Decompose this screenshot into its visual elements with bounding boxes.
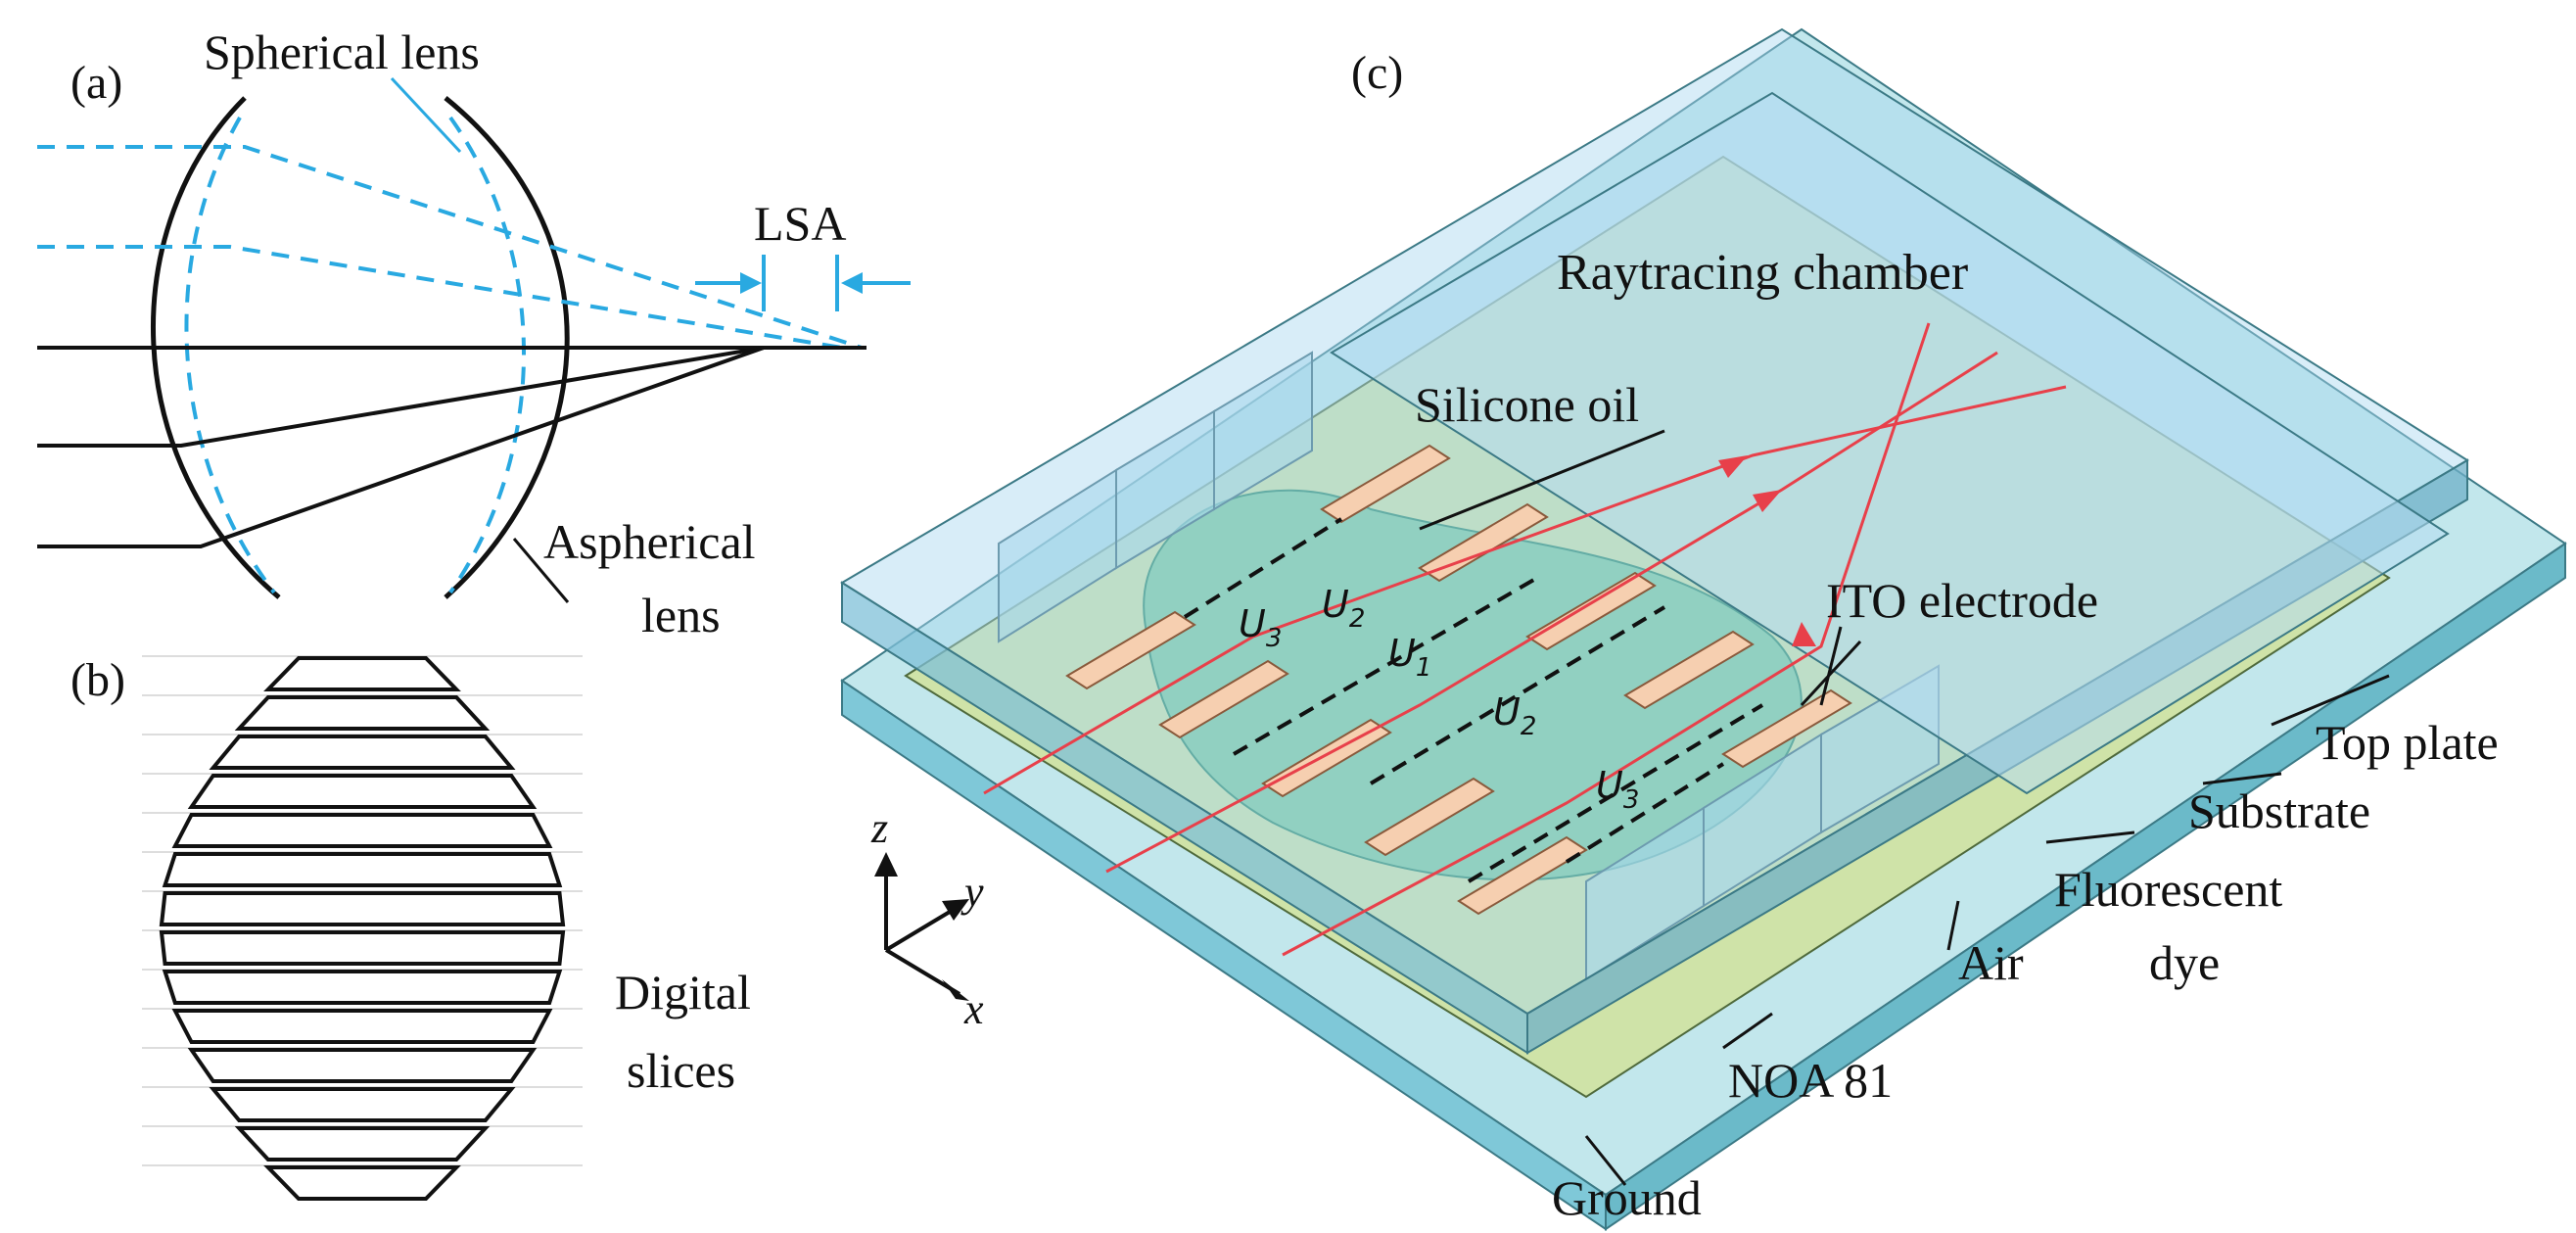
- ito-electrode-strip: [1320, 444, 1451, 524]
- panel-a: (a) Spherical lens LSA Aspherical lens: [37, 24, 911, 642]
- spherical-lens-leader: [390, 76, 462, 154]
- ito-electrode-strip: [1623, 630, 1755, 710]
- u1-label: U1: [1388, 632, 1431, 683]
- aspherical-lens-leader: [512, 538, 570, 603]
- ito-electrode-strip: [1525, 571, 1657, 651]
- aspherical-lens-shape: [151, 96, 570, 599]
- axis-z-label: z: [870, 804, 888, 852]
- voltage-lines: [1183, 517, 1764, 883]
- paraxial-ray-blue-1: [37, 145, 863, 350]
- ito-electrode-strip: [1457, 835, 1588, 916]
- fluorescent-label-1: Fluorescent: [2054, 862, 2282, 917]
- digital-slice: [159, 891, 566, 926]
- ray-arrowhead-1: [1718, 455, 1748, 478]
- ray-black-2: [37, 346, 765, 548]
- panel-c: (c): [840, 27, 2567, 1231]
- digital-slice: [187, 1048, 538, 1083]
- axis-x-label: x: [963, 985, 984, 1033]
- raytracing-chamber-label: Raytracing chamber: [1557, 245, 1968, 301]
- digital-slice: [162, 970, 563, 1005]
- digital-slice: [209, 1087, 516, 1122]
- coordinate-axes: [884, 862, 961, 996]
- panel-b: (b) Digital slices: [70, 654, 751, 1201]
- aspherical-lens-label-2: lens: [641, 588, 721, 642]
- silicone-oil-label: Silicone oil: [1415, 377, 1639, 432]
- digital-slice: [162, 852, 563, 887]
- ito-electrode-strip: [1364, 777, 1495, 857]
- ground-label: Ground: [1552, 1170, 1702, 1225]
- digital-slice: [187, 774, 538, 809]
- ito-electrode-strip: [1418, 502, 1549, 583]
- digital-slice: [263, 1165, 461, 1201]
- ray-arrowhead-2: [1753, 490, 1782, 512]
- ito-electrode-strip: [1721, 688, 1852, 769]
- air-label: Air: [1958, 935, 2024, 990]
- label-leaders: [1419, 429, 2390, 1186]
- panel-c-tag: (c): [1351, 47, 1403, 99]
- ray-black-1: [37, 346, 765, 448]
- digital-slice: [171, 813, 553, 848]
- paraxial-ray-blue-2: [37, 245, 843, 350]
- axis-x-arrow: [942, 979, 969, 1001]
- light-rays-red: [983, 322, 2067, 957]
- ito-electrode-strip: [1158, 659, 1289, 739]
- fluorescent-label-2: dye: [2149, 935, 2220, 990]
- panel-a-tag: (a): [70, 57, 122, 109]
- substrate-label: Substrate: [2188, 783, 2370, 838]
- lsa-arrowhead-left: [740, 272, 762, 294]
- ito-electrode-strip: [1065, 610, 1196, 690]
- lsa-arrowhead-right: [841, 272, 863, 294]
- digital-slice: [263, 656, 461, 691]
- ito-electrode-label: ITO electrode: [1826, 573, 2098, 628]
- u2-label-bottom: U2: [1493, 690, 1536, 741]
- digital-slices-label-2: slices: [627, 1043, 735, 1098]
- u3-label-top: U3: [1239, 602, 1282, 653]
- digital-slice: [234, 1126, 491, 1162]
- aspherical-lens-label-1: Aspherical: [543, 514, 756, 569]
- top-plate-label: Top plate: [2316, 715, 2499, 770]
- u2-label-top: U2: [1322, 583, 1365, 634]
- axis-y-label: y: [960, 868, 984, 916]
- axis-y-arrow: [942, 899, 969, 921]
- digital-slices-stack: [142, 655, 583, 1201]
- spherical-lens-label: Spherical lens: [204, 24, 480, 79]
- axis-z-arrow: [874, 852, 898, 877]
- u3-label-bottom: U3: [1596, 764, 1639, 815]
- digital-slice: [234, 695, 491, 731]
- spherical-lens-shape: [184, 116, 526, 594]
- ray-arrowhead-3: [1792, 622, 1816, 646]
- lsa-label: LSA: [754, 196, 846, 251]
- digital-slice: [209, 735, 516, 770]
- noa81-label: NOA 81: [1728, 1053, 1893, 1108]
- digital-slice: [171, 1009, 553, 1044]
- ground-plate-side: [1605, 542, 2566, 1231]
- panel-b-tag: (b): [70, 654, 125, 706]
- digital-slices-label-1: Digital: [615, 965, 751, 1020]
- digital-slice: [159, 930, 566, 966]
